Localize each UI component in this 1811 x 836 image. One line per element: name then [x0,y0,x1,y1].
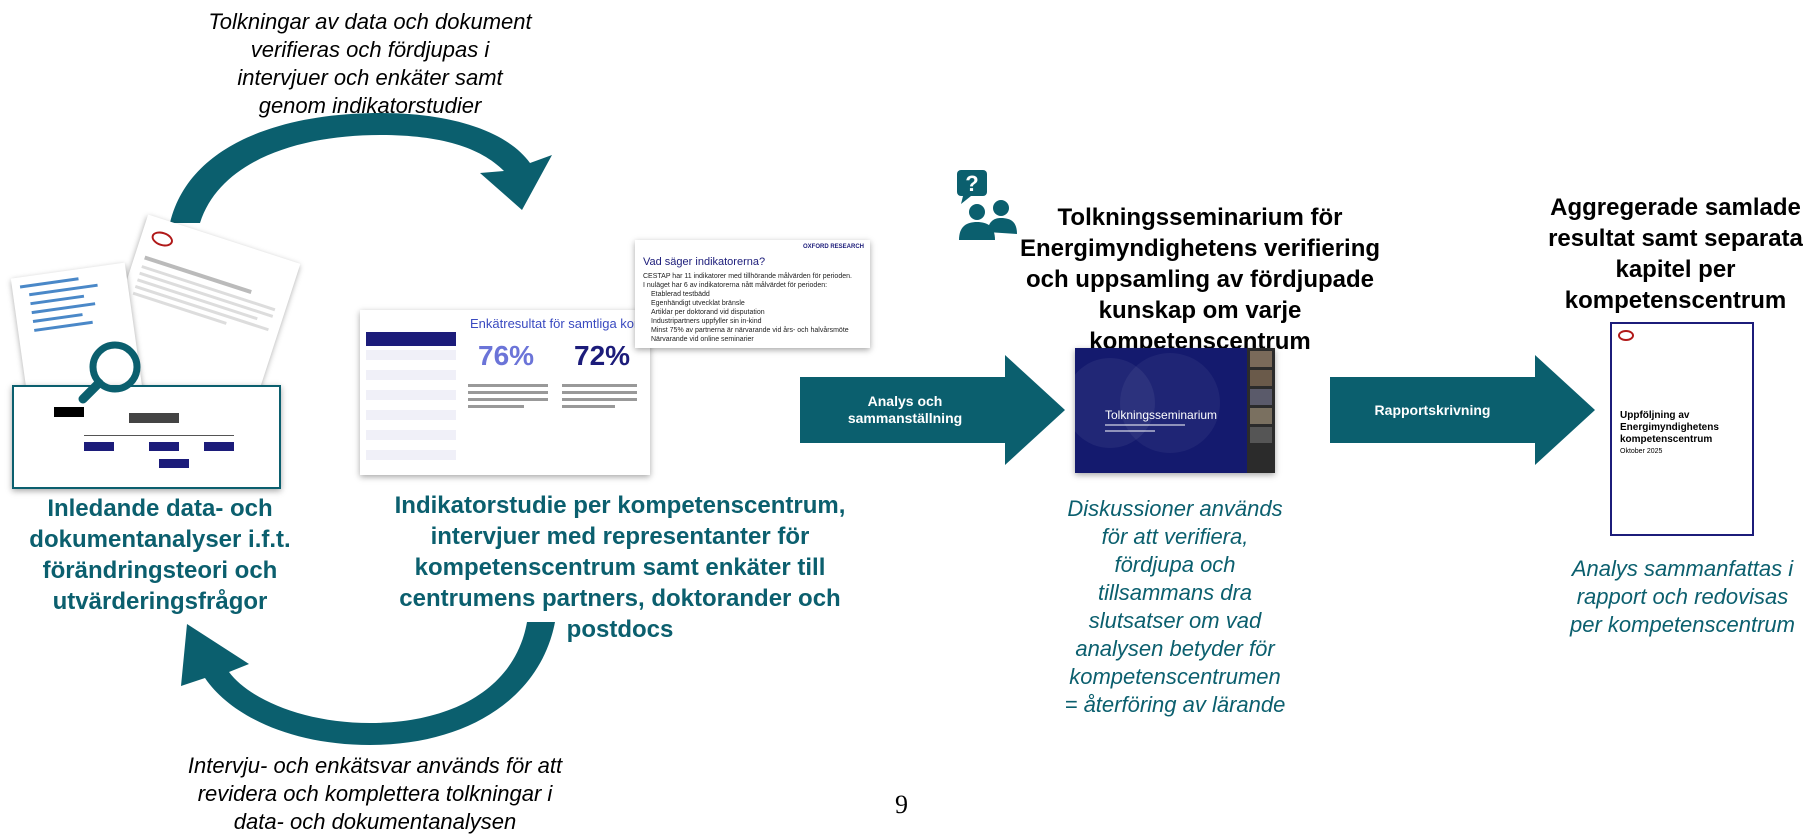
survey-slide-title: Enkätresultat för samtliga kom [470,316,645,331]
report-cover: Uppföljning av Energimyndighetens kompet… [1610,322,1754,536]
cycle-top-arrow [170,113,552,223]
seminar-slide-title: Tolkningsseminarium [1105,408,1218,422]
indicator-subbullet: Närvarande vid online seminarier [651,336,754,343]
step1-label: Inledande data- och dokumentanalyser i.f… [29,495,291,615]
survey-pct-2: 72% [574,340,631,371]
report-writing-arrow [1330,355,1595,465]
indicator-subbullet: Artiklar per doktorand vid disputation [651,309,765,316]
indicator-subbullet: Egenhändigt utvecklat bränsle [651,300,745,307]
survey-pct-1: 76% [478,340,535,371]
survey-results-slide: Enkätresultat för samtliga kom 76% 72% [360,310,650,475]
indicator-subbullet: Minst 75% av partnerna är närvarande vid… [651,327,849,334]
step3-title: Tolkningsseminarium för Energimyndighete… [1019,204,1381,355]
report-cover-date: Oktober 2025 [1620,448,1663,455]
svg-text:?: ? [965,171,978,196]
indicator-bullet: I nuläget har 6 av indikatorerna nått må… [643,282,828,289]
indicator-subbullet: Etablerad testbädd [651,291,710,298]
indicator-subbullet: Industripartners uppfyller sin in-kind [651,318,762,325]
theory-of-change-slide [12,385,281,489]
analysis-arrow [800,355,1065,465]
question-people-icon: ? [957,170,1017,240]
seminar-slide: Tolkningsseminarium [1075,348,1275,473]
report-cover-title: Uppföljning av [1620,410,1690,421]
step2-label: Indikatorstudie per kompetenscentrum, in… [394,492,846,643]
indicator-slide-brand: OXFORD RESEARCH [802,244,864,250]
indicator-bullet: CESTAP har 11 indikatorer med tillhörand… [643,273,852,280]
cycle-top-text: Tolkningar av data och dokument verifier… [208,9,532,118]
analysis-arrow-label: Analys och sammanställning [847,393,963,426]
indicator-slide: OXFORD RESEARCH Vad säger indikatorerna?… [635,240,870,348]
step4-description: Analys sammanfattas i rapport och redovi… [1570,556,1795,637]
page-number: 9 [895,790,908,819]
cycle-bottom-arrow [181,622,555,745]
cycle-bottom-text: Intervju- och enkätsvar används för att … [187,753,563,834]
indicator-slide-title: Vad säger indikatorerna? [643,256,766,268]
step4-title: Aggregerade samlade resultat samt separa… [1548,194,1803,314]
report-writing-arrow-label: Rapportskrivning [1374,402,1491,418]
magnifier-icon [78,341,141,404]
step3-description: Diskussioner används för att verifiera, … [1064,496,1286,717]
